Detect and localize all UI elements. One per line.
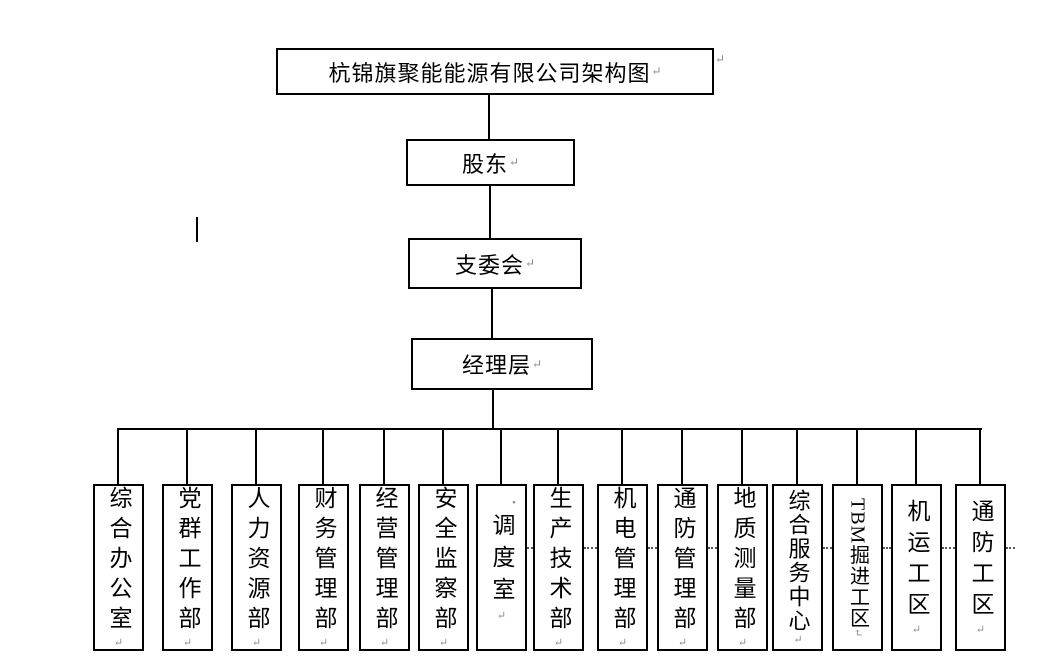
paragraph-return-mark: ↵ bbox=[250, 636, 262, 649]
paragraph-return-mark: ↵ bbox=[974, 623, 986, 636]
dotted-anchor-mark bbox=[584, 547, 597, 549]
connector-line bbox=[979, 428, 981, 484]
paragraph-return-mark: ↵ bbox=[495, 609, 507, 622]
dept-box-ventilation-work-area[interactable]: 通防工区↵ bbox=[955, 484, 1006, 651]
paragraph-return-mark: ↵ bbox=[851, 628, 864, 638]
dotted-anchor-mark bbox=[942, 547, 955, 549]
dept-label: 通防管理部 bbox=[670, 486, 695, 636]
bullet-mark: • bbox=[512, 497, 516, 509]
paragraph-return-mark: ↵ bbox=[910, 623, 922, 636]
dept-label: 机电管理部 bbox=[610, 486, 635, 636]
connector-line bbox=[383, 428, 385, 484]
level-box-branch-committee[interactable]: 支委会↵ bbox=[408, 238, 582, 289]
connector-line bbox=[492, 390, 494, 430]
dept-box-human-resources[interactable]: 人力资源部↵ bbox=[231, 484, 282, 651]
dept-box-party-mass-work[interactable]: 党群工作部↵ bbox=[162, 484, 213, 651]
dept-label: 财务管理部 bbox=[311, 486, 336, 636]
level-box-shareholders[interactable]: 股东↵ bbox=[406, 139, 575, 186]
dotted-anchor-mark bbox=[527, 547, 533, 549]
dept-box-geological-survey[interactable]: 地质测量部↵ bbox=[717, 484, 768, 651]
connector-line bbox=[442, 428, 444, 484]
dept-label: 地质测量部 bbox=[730, 486, 755, 636]
connector-line bbox=[489, 186, 491, 238]
dept-label: 党群工作部 bbox=[175, 486, 200, 636]
paragraph-return-mark: ↵ bbox=[531, 356, 543, 371]
paragraph-return-mark: ↵ bbox=[651, 64, 662, 78]
title-box[interactable]: 杭锦旗聚能能源有限公司架构图↵ bbox=[276, 48, 714, 95]
dotted-anchor-mark bbox=[883, 547, 891, 549]
connector-line bbox=[488, 95, 490, 139]
connector-line bbox=[621, 428, 623, 484]
connector-line bbox=[856, 428, 858, 484]
paragraph-return-mark: ↵ bbox=[378, 636, 390, 649]
connector-line bbox=[255, 428, 257, 484]
paragraph-return-mark: ↵ bbox=[317, 636, 329, 649]
connector-line bbox=[796, 428, 798, 484]
dept-label: 安全监察部 bbox=[431, 486, 456, 636]
dept-box-finance-management[interactable]: 财务管理部↵ bbox=[298, 484, 349, 651]
dept-box-comprehensive-service-center[interactable]: 综合服务中心↵ bbox=[772, 484, 823, 651]
connector-line bbox=[322, 428, 324, 484]
title-text: 杭锦旗聚能能源有限公司架构图 bbox=[328, 60, 651, 86]
paragraph-return-mark: ↵ bbox=[676, 636, 688, 649]
paragraph-return-mark: ↵ bbox=[715, 52, 726, 66]
paragraph-return-mark: ↵ bbox=[508, 155, 520, 169]
paragraph-return-mark: ↵ bbox=[181, 636, 193, 649]
dotted-anchor-mark bbox=[823, 547, 832, 549]
connector-line bbox=[500, 428, 502, 484]
paragraph-return-mark: ↵ bbox=[112, 636, 124, 649]
connector-line bbox=[186, 428, 188, 484]
dept-box-dispatch-room[interactable]: 调度室↵ bbox=[476, 484, 527, 651]
dept-label: 生产技术部 bbox=[546, 486, 571, 636]
dept-label: 人力资源部 bbox=[244, 486, 269, 636]
level-label: 经理层 bbox=[461, 353, 531, 378]
level-label: 支委会 bbox=[454, 252, 524, 278]
text-cursor bbox=[196, 217, 198, 242]
paragraph-return-mark: ↵ bbox=[524, 256, 536, 270]
dept-label: 综合办公室 bbox=[106, 486, 131, 636]
dept-box-production-technology[interactable]: 生产技术部↵ bbox=[533, 484, 584, 651]
dept-box-safety-supervision[interactable]: 安全监察部↵ bbox=[418, 484, 469, 651]
dept-label: 经营管理部 bbox=[372, 486, 397, 636]
connector-line bbox=[117, 428, 119, 484]
paragraph-return-mark: ↵ bbox=[791, 633, 804, 646]
connector-line bbox=[118, 428, 982, 430]
level-box-management[interactable]: 经理层↵ bbox=[411, 338, 593, 390]
dotted-anchor-mark bbox=[1006, 547, 1015, 549]
paragraph-return-mark: ↵ bbox=[616, 636, 628, 649]
dept-box-machine-transport-area[interactable]: 机运工区↵ bbox=[891, 484, 942, 651]
connector-line bbox=[557, 428, 559, 484]
dept-label: 调度室 bbox=[489, 513, 514, 609]
dotted-anchor-mark bbox=[708, 547, 717, 549]
paragraph-return-mark: ↵ bbox=[437, 636, 449, 649]
connector-line bbox=[741, 428, 743, 484]
dept-label: 通防工区 bbox=[968, 499, 993, 623]
paragraph-return-mark: ↵ bbox=[736, 636, 748, 649]
paragraph-return-mark: ↵ bbox=[552, 636, 564, 649]
dotted-anchor-mark bbox=[648, 547, 657, 549]
connector-line bbox=[915, 428, 917, 484]
dept-box-tbm-excavation-area[interactable]: TBM掘进工区↵ bbox=[832, 484, 883, 651]
dept-label: 综合服务中心 bbox=[785, 489, 811, 633]
level-label: 股东 bbox=[461, 151, 508, 177]
dept-box-comprehensive-office[interactable]: 综合办公室↵ bbox=[93, 484, 144, 651]
dept-box-mechanical-electrical[interactable]: 机电管理部↵ bbox=[597, 484, 648, 651]
dept-label: TBM掘进工区 bbox=[846, 497, 869, 629]
connector-line bbox=[681, 428, 683, 484]
dept-box-business-management[interactable]: 经营管理部↵ bbox=[359, 484, 410, 651]
dept-label: 机运工区 bbox=[904, 499, 929, 623]
connector-line bbox=[491, 289, 493, 338]
dept-box-ventilation-management[interactable]: 通防管理部↵ bbox=[657, 484, 708, 651]
